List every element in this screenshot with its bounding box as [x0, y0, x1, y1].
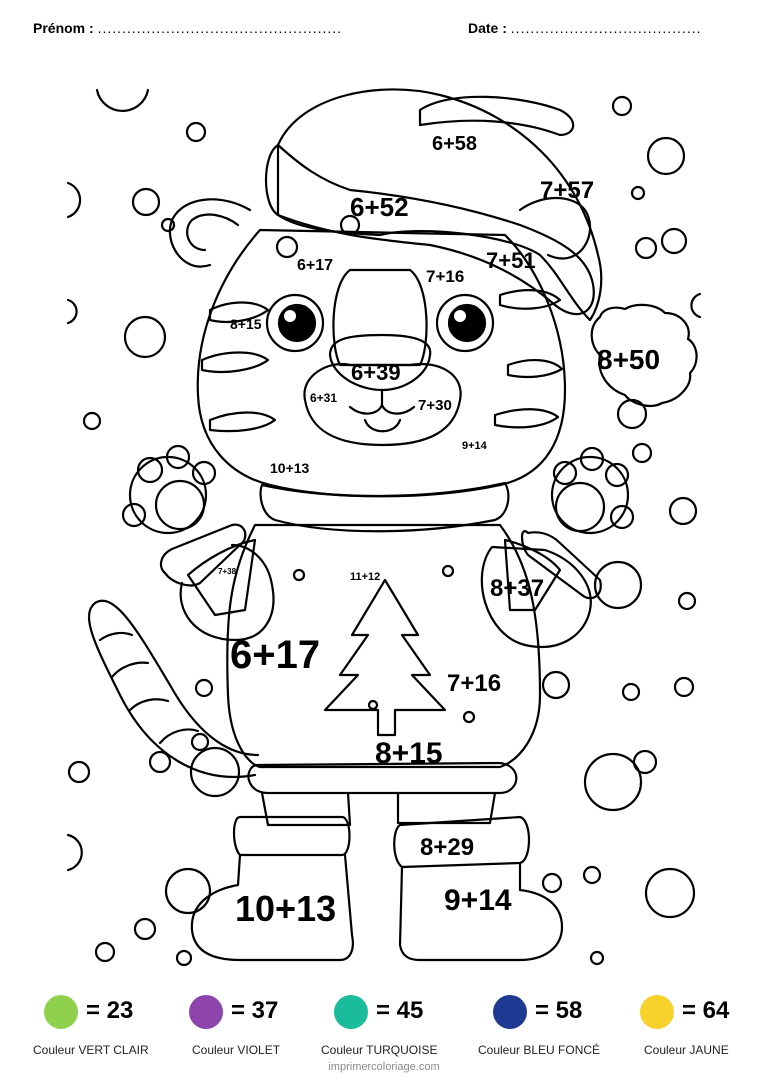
- sum-forehead-left: 6+17: [297, 257, 333, 274]
- legend-value: = 37: [231, 997, 279, 1024]
- cheek-stripe-right: [493, 408, 560, 429]
- date-dots: .......................................: [510, 20, 702, 36]
- site-watermark: imprimercoloriage.com: [328, 1061, 440, 1073]
- eye-left: [265, 293, 325, 353]
- sum-boot-right: 9+14: [444, 884, 512, 917]
- prenom-dots: ........................................…: [97, 20, 343, 36]
- cheek-stripe-right2: [506, 359, 564, 379]
- forehead-spot: [275, 235, 299, 259]
- boot-right: [398, 861, 564, 962]
- sum-mitten-left: 7+38: [218, 567, 237, 576]
- prenom-label: Prénom :: [33, 20, 94, 36]
- sum-chin: 10+13: [270, 460, 310, 476]
- forehead-stripe-right: [498, 289, 562, 310]
- tree: [323, 578, 447, 737]
- turquoise-swatch-icon: [334, 995, 368, 1029]
- green-swatch-icon: [44, 995, 78, 1029]
- legend-label: Couleur JAUNE: [644, 1043, 729, 1057]
- mouth: [348, 388, 416, 415]
- color-legend: = 23 Couleur VERT CLAIR = 37 Couleur VIO…: [0, 995, 768, 1065]
- sum-cheek-left: 8+15: [230, 316, 262, 332]
- legend-label: Couleur VERT CLAIR: [33, 1043, 149, 1057]
- sweater-hem: [247, 761, 518, 795]
- sum-muzzle-left: 6+31: [310, 391, 337, 405]
- boot-left: [190, 853, 354, 962]
- ear-right: [518, 196, 592, 260]
- ear-left-inner: [186, 213, 240, 252]
- sweater: [226, 523, 542, 769]
- arm-right: [503, 538, 562, 612]
- hat: [276, 88, 603, 322]
- sum-pompom: 8+50: [597, 344, 660, 375]
- eye-right: [435, 293, 495, 353]
- boot-cuff-left: [232, 815, 351, 857]
- sum-hat-side: 7+57: [540, 177, 594, 204]
- arm-left: [186, 538, 257, 617]
- paw-left: [121, 444, 217, 535]
- sum-sweater-right: 7+16: [447, 670, 501, 697]
- ear-left: [168, 198, 252, 268]
- legend-label: Couleur BLEU FONCÉ: [478, 1043, 601, 1057]
- nose: [328, 333, 432, 392]
- sum-mitten-right: 8+37: [490, 575, 544, 602]
- hat-brim: [264, 143, 595, 316]
- tongue: [363, 418, 402, 433]
- sum-boot-cuff-right: 8+29: [420, 834, 474, 861]
- header: Prénom : ...............................…: [0, 20, 768, 42]
- legend-label: Couleur TURQUOISE: [321, 1043, 438, 1057]
- legend-value: = 58: [535, 997, 583, 1024]
- mitten-right: [480, 545, 592, 648]
- mitten-left: [179, 543, 275, 642]
- sum-hat-brim-right: 7+51: [486, 248, 536, 273]
- cheek-stripe-left: [208, 411, 277, 433]
- tail: [87, 599, 260, 778]
- date-label: Date :: [468, 20, 507, 36]
- violet-swatch-icon: [189, 995, 223, 1029]
- sum-muzzle-right: 7+30: [418, 397, 452, 414]
- sum-nose-bridge: 7+16: [426, 267, 464, 286]
- forehead-stripe-left: [208, 301, 270, 324]
- nose-bridge: [332, 268, 428, 367]
- forehead-stripe-left2: [200, 351, 270, 374]
- date-field[interactable]: Date : .................................…: [468, 20, 702, 36]
- prenom-field[interactable]: Prénom : ...............................…: [33, 20, 342, 36]
- sum-hat-brim: 6+52: [350, 192, 409, 222]
- leg-right: [396, 791, 497, 825]
- yellow-swatch-icon: [640, 995, 674, 1029]
- sum-collar: 11+12: [350, 571, 380, 583]
- sum-sweater-left: 6+17: [230, 633, 320, 677]
- legend-label: Couleur VIOLET: [192, 1043, 281, 1057]
- pompom: [590, 303, 698, 407]
- sum-cheek-right: 9+14: [462, 440, 488, 452]
- sum-boot-left: 10+13: [235, 888, 336, 929]
- paw-right: [550, 446, 635, 535]
- legend-value: = 64: [682, 997, 730, 1024]
- sum-nose: 6+39: [351, 360, 401, 385]
- legend-value: = 23: [86, 997, 134, 1024]
- mitten-right-cuff: [520, 530, 602, 600]
- dark-blue-swatch-icon: [493, 995, 527, 1029]
- leg-left: [260, 791, 352, 827]
- head: [196, 228, 567, 498]
- hat-top-fold: [418, 95, 575, 137]
- snow-bubbles: [66, 88, 702, 967]
- muzzle: [303, 362, 462, 447]
- sum-sweater-bottom: 8+15: [375, 737, 443, 770]
- legend-value: = 45: [376, 997, 424, 1024]
- sum-hat-top: 6+58: [432, 133, 477, 155]
- mitten-left-cuff: [159, 523, 247, 587]
- coloring-drawing[interactable]: 6+58 7+57 6+52 6+17 7+16 7+51 8+50 8+15 …: [0, 55, 768, 975]
